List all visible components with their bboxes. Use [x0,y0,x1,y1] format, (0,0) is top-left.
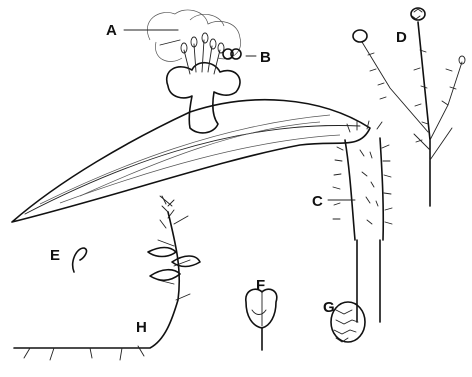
flower-side-view [246,289,277,350]
label-e: E [50,247,60,264]
creeping-plant [14,196,200,360]
label-f: F [256,277,265,294]
hook-detail [73,248,87,272]
label-c: C [312,193,323,210]
label-d: D [396,29,407,46]
flower [147,10,241,133]
label-a: A [106,22,117,39]
seed [331,302,365,342]
flowering-stem [353,8,465,206]
hairy-petiole [333,121,392,322]
label-leaders [124,30,355,200]
label-b: B [260,49,271,66]
label-h: H [136,319,147,336]
label-g: G [323,299,335,316]
